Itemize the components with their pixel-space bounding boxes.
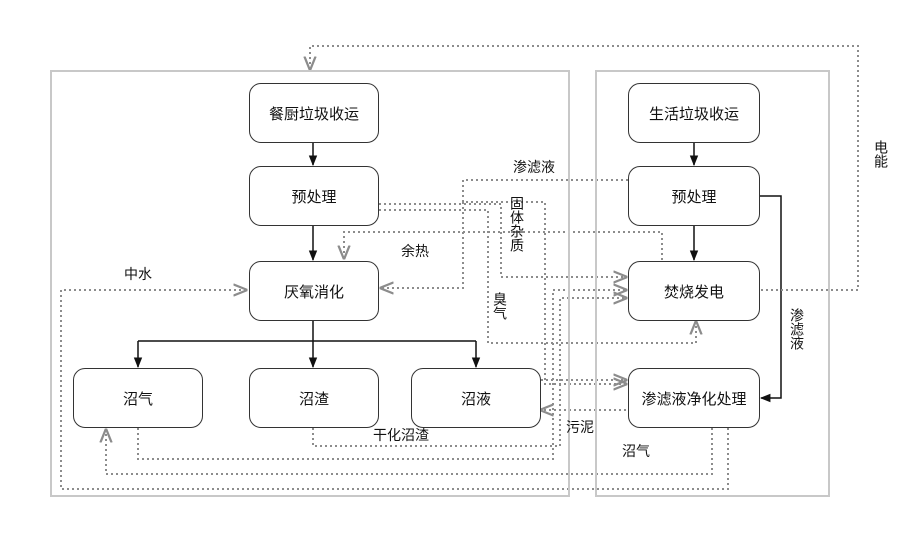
biogas-bottom-label: 沼气 bbox=[622, 444, 650, 460]
edge-heat-to-digestion bbox=[381, 202, 464, 288]
biogas-node: 沼气 bbox=[73, 368, 203, 428]
kitchen-pretreatment-node: 预处理 bbox=[249, 166, 379, 226]
domestic-waste-group-frame bbox=[595, 70, 830, 497]
leachate-right-label: 渗滤液 bbox=[788, 308, 804, 350]
edge-pretreatment-to-leachate bbox=[759, 195, 782, 403]
edge-waste-heat bbox=[344, 231, 663, 260]
dried-residue-label: 干化沼渣 bbox=[373, 428, 429, 444]
edge-solid-impurities bbox=[379, 203, 626, 277]
kitchen-waste-collection-node: 餐厨垃圾收运 bbox=[249, 83, 379, 143]
anaerobic-digestion-node: 厌氧消化 bbox=[249, 261, 379, 321]
odor-gas-label: 臭气 bbox=[491, 292, 507, 320]
edge-reclaimed-water bbox=[60, 290, 729, 490]
electricity-label: 电能 bbox=[872, 140, 888, 168]
edge-dried-residue bbox=[312, 298, 626, 447]
reclaimed-water-label: 中水 bbox=[124, 267, 152, 283]
digestate-liquid-node: 沼液 bbox=[411, 368, 541, 428]
edge-electricity bbox=[310, 45, 859, 291]
digestate-residue-node: 沼渣 bbox=[249, 368, 379, 428]
edge-biogas-to-incineration bbox=[137, 290, 626, 460]
domestic-waste-collection-node: 生活垃圾收运 bbox=[628, 83, 760, 143]
sludge-label: 污泥 bbox=[566, 420, 594, 436]
edge-odor bbox=[379, 209, 696, 344]
waste-heat-label: 余热 bbox=[401, 244, 429, 260]
leachate-treatment-node: 渗滤液净化处理 bbox=[628, 368, 760, 428]
leachate-top-label: 渗滤液 bbox=[513, 160, 555, 176]
kitchen-waste-group-frame bbox=[50, 70, 570, 497]
domestic-pretreatment-node: 预处理 bbox=[628, 166, 760, 226]
incineration-power-node: 焚烧发电 bbox=[628, 261, 760, 321]
solid-impurities-label: 固体杂质 bbox=[508, 196, 524, 252]
